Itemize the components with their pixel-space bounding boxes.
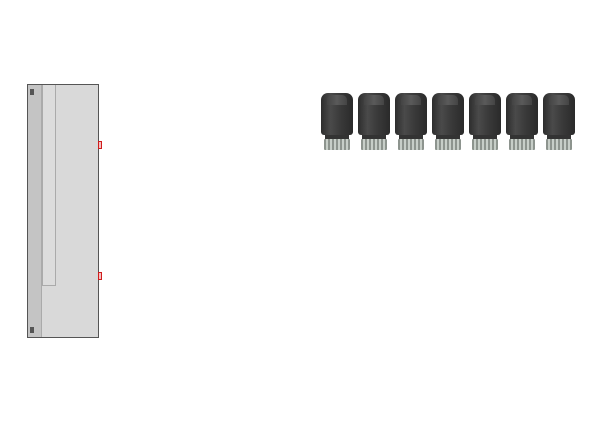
actuator-ring (361, 139, 387, 150)
thermal-actuator (358, 93, 390, 151)
cabinet-side-strip (28, 85, 42, 337)
actuator-dome (469, 93, 501, 135)
cabinet-inner-panel (42, 85, 56, 286)
red-clip (98, 272, 102, 280)
actuator-dome (506, 93, 538, 135)
screw-icon (30, 89, 34, 95)
actuator-collar (510, 135, 534, 139)
actuator-collar (399, 135, 423, 139)
actuator-ring (324, 139, 350, 150)
actuator-collar (362, 135, 386, 139)
actuator-dome (543, 93, 575, 135)
manifold-cabinet (27, 84, 99, 338)
thermal-actuator (506, 93, 538, 151)
actuator-collar (436, 135, 460, 139)
thermal-actuator (395, 93, 427, 151)
actuator-ring (398, 139, 424, 150)
thermal-actuator (469, 93, 501, 151)
actuator-dome (432, 93, 464, 135)
actuator-dome (395, 93, 427, 135)
actuator-dome (358, 93, 390, 135)
actuator-dome (321, 93, 353, 135)
thermal-actuator (543, 93, 575, 151)
actuator-collar (325, 135, 349, 139)
actuator-collar (547, 135, 571, 139)
actuator-collar (473, 135, 497, 139)
thermal-actuator (432, 93, 464, 151)
actuator-ring (546, 139, 572, 150)
actuator-ring (472, 139, 498, 150)
thermal-actuator (321, 93, 353, 151)
red-clip (98, 141, 102, 149)
actuator-ring (509, 139, 535, 150)
actuator-ring (435, 139, 461, 150)
screw-icon (30, 327, 34, 333)
